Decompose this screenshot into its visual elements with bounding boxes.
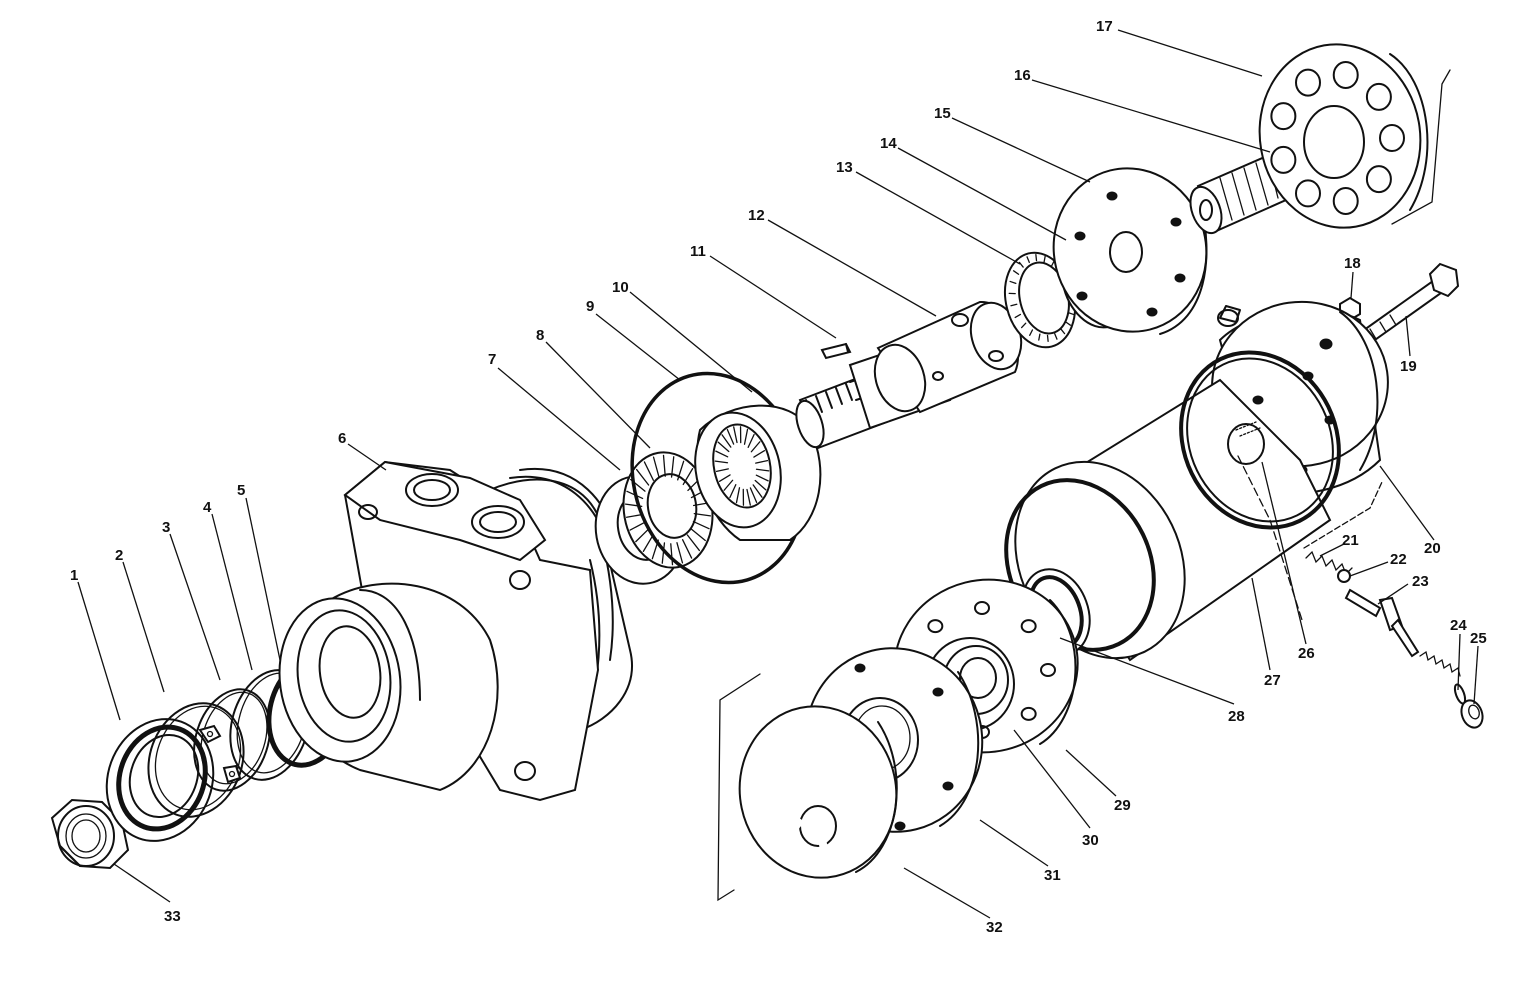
callout-5: 5: [237, 482, 245, 499]
callout-21: 21: [1342, 532, 1359, 549]
callout-26: 26: [1298, 645, 1315, 662]
callout-19: 19: [1400, 358, 1417, 375]
part-25-plug: [1460, 699, 1484, 729]
callout-15: 15: [934, 105, 951, 122]
callout-28: 28: [1228, 708, 1245, 725]
part-10-bearing-carrier: [694, 404, 822, 541]
part-13-needle-bearing: [1004, 251, 1076, 349]
callout-22: 22: [1390, 551, 1407, 568]
callout-9: 9: [586, 298, 594, 315]
callout-3: 3: [162, 519, 170, 536]
callout-25: 25: [1470, 630, 1487, 647]
callout-32: 32: [986, 919, 1003, 936]
callout-18: 18: [1344, 255, 1361, 272]
callout-13: 13: [836, 159, 853, 176]
leader-20-valve: [1303, 481, 1383, 549]
callout-17: 17: [1096, 18, 1113, 35]
part-33-hex-nut: [50, 798, 130, 870]
part-32-end-plate: [738, 705, 898, 879]
part-23-spring: [1419, 650, 1461, 677]
callout-24: 24: [1450, 617, 1467, 634]
part-8-thrust-bearing: [622, 451, 714, 569]
callout-10: 10: [612, 279, 629, 296]
part-3-snap-ring: [193, 688, 271, 792]
callout-23: 23: [1412, 573, 1429, 590]
bracket-line-17: [1391, 69, 1451, 225]
callout-29: 29: [1114, 797, 1131, 814]
callout-7: 7: [488, 351, 496, 368]
callout-1: 1: [70, 567, 78, 584]
part-23-poppet: [1344, 588, 1420, 658]
callout-11: 11: [690, 243, 706, 260]
callout-12: 12: [748, 207, 765, 224]
callout-20: 20: [1424, 540, 1441, 557]
callout-27: 27: [1264, 672, 1281, 689]
callout-labels: 1 2 3 4 5 6 7 8 9 10 11 12 13 14 15 16 1…: [70, 18, 1487, 936]
leader-lines: [77, 29, 1479, 919]
callout-31: 31: [1044, 867, 1061, 884]
part-1-seal: [105, 718, 215, 842]
callout-4: 4: [203, 499, 212, 516]
leader-26-dashed: [1237, 455, 1303, 621]
part-17-gerotor-ring: [1258, 43, 1429, 229]
part-6-housing: [278, 460, 633, 802]
callout-2: 2: [115, 547, 123, 564]
callout-6: 6: [338, 430, 346, 447]
callout-33: 33: [164, 908, 181, 925]
callout-14: 14: [880, 135, 897, 152]
callout-16: 16: [1014, 67, 1031, 84]
part-12-drive-sleeve: [873, 300, 1023, 414]
part-22-ball: [1337, 569, 1351, 583]
callout-8: 8: [536, 327, 544, 344]
part-11-key: [820, 342, 852, 360]
callout-30: 30: [1082, 832, 1099, 849]
bracket-line-32: [717, 673, 761, 902]
